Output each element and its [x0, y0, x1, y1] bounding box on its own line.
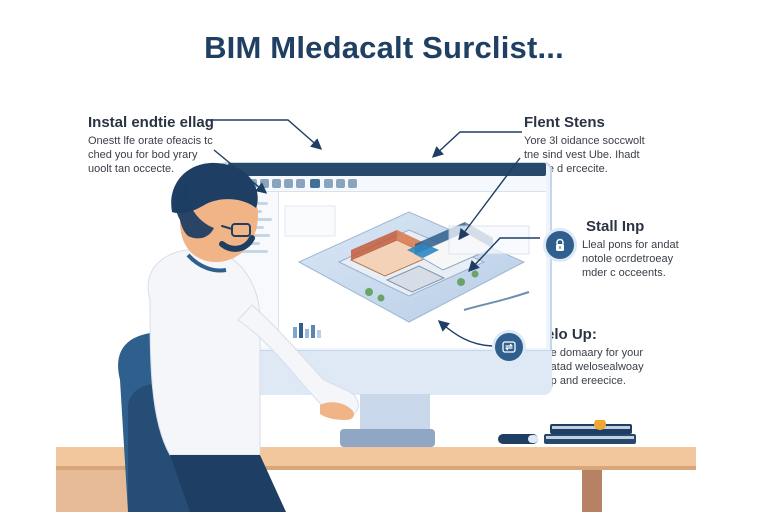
toolbar-button[interactable]: [336, 179, 345, 188]
monitor-base: [340, 429, 435, 447]
mini-bar: [311, 325, 315, 338]
highlight-path: [463, 291, 530, 311]
toolbar-button[interactable]: [284, 179, 293, 188]
callout-title-top-right: Flent Stens: [524, 114, 605, 131]
lock-icon[interactable]: [543, 228, 577, 262]
callout-title-mid-right: Stall Inp: [586, 218, 645, 235]
glasses-left: [231, 223, 251, 237]
toolbar-button[interactable]: [324, 179, 333, 188]
hand: [320, 402, 354, 420]
roof-grey: [385, 265, 446, 293]
hair-side: [175, 182, 214, 239]
page-title: BIM Mledacalt Surclist...: [204, 30, 564, 65]
arm: [237, 304, 359, 418]
monitor-stand: [360, 394, 430, 432]
lamp: [594, 420, 606, 430]
tree: [471, 270, 479, 278]
mini-bar-chart: [293, 323, 321, 338]
pen-cap: [528, 435, 538, 443]
book-pages: [552, 426, 630, 429]
swap-icon[interactable]: [492, 330, 526, 364]
callout-body-mid-right: Lleal pons for andat notole ocrdetroeay …: [582, 239, 679, 279]
toolbar-button[interactable]: [348, 179, 357, 188]
book-pages: [546, 436, 634, 439]
desk-edge-shadow: [56, 466, 696, 470]
callout-title-top-left: Instal endtie ellag: [88, 114, 214, 131]
floating-panel: [284, 205, 336, 237]
shirt: [147, 248, 261, 456]
pool: [407, 243, 439, 258]
beard: [219, 235, 255, 252]
panel-item-line: [234, 250, 268, 253]
wall-orange-dark: [351, 230, 397, 260]
desk-leg-right: [582, 470, 602, 512]
swap-icon-glyph: [502, 341, 516, 353]
mini-bar: [293, 327, 297, 338]
tree: [365, 288, 373, 296]
pants: [170, 455, 286, 512]
toolbar-button-active[interactable]: [310, 179, 320, 188]
mini-bar: [299, 323, 303, 338]
toolbar-button[interactable]: [272, 179, 281, 188]
collar: [186, 253, 227, 273]
pen: [498, 434, 538, 444]
toolbar-button[interactable]: [296, 179, 305, 188]
callout-body-top-right: Yore 3l oidance soccwolt tne sind vest U…: [524, 135, 645, 175]
mini-bar: [317, 330, 321, 338]
tree: [457, 278, 465, 286]
glasses-arm: [221, 225, 233, 230]
lock-icon-glyph: [556, 238, 564, 251]
mini-bar: [305, 329, 309, 338]
tree: [377, 294, 385, 302]
books: [544, 420, 636, 444]
